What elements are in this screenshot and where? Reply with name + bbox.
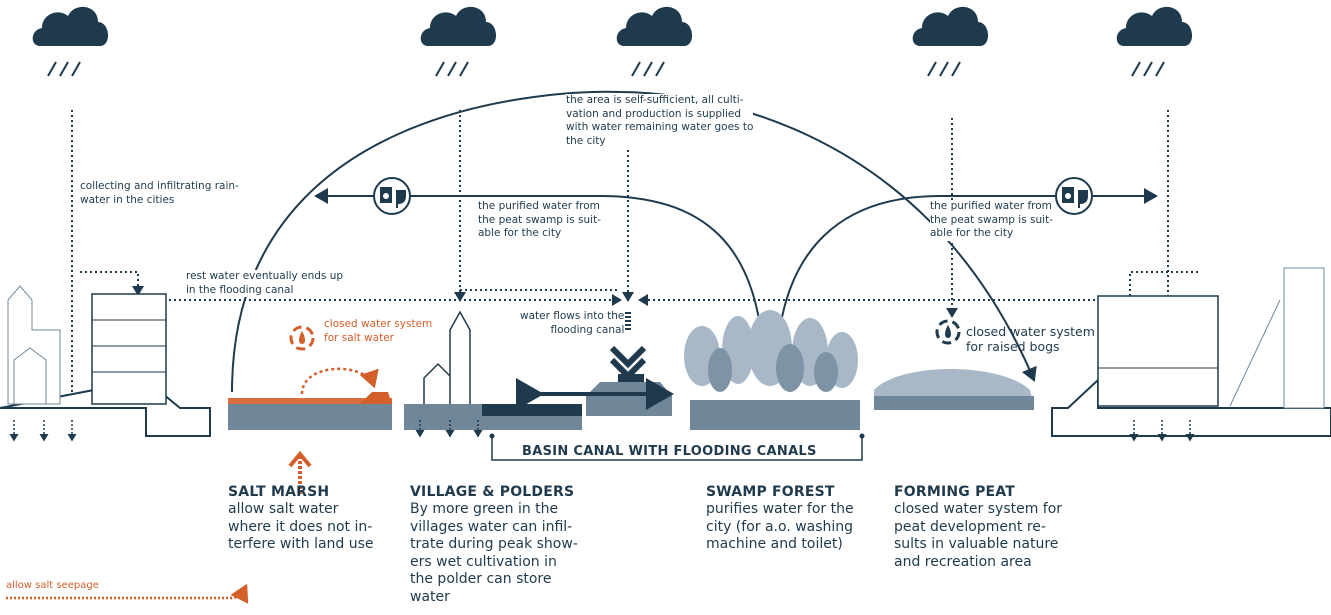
section-title: VILLAGE & POLDERS: [410, 484, 575, 500]
swamp-forest-section: SWAMP FOREST purifies water for the city…: [706, 484, 854, 554]
basin-canal-label: BASIN CANAL WITH FLOODING CANALS: [522, 444, 817, 459]
rain-cloud-icon: [911, 5, 990, 77]
section-desc: closed water system for peat development…: [894, 501, 1063, 570]
section-title: SWAMP FOREST: [706, 484, 835, 500]
section-desc: purifies water for the city (for a.o. wa…: [706, 501, 854, 552]
rain-cloud-icon: [615, 5, 694, 77]
section-desc: By more green in the villages water can …: [410, 501, 578, 605]
rain-cloud-icon: [1115, 5, 1194, 77]
purified-note-left: the purified water from the peat swamp i…: [478, 200, 601, 241]
rain-cloud-icon: [31, 5, 110, 77]
big-arc-left: [231, 90, 1037, 393]
flows-into-note: water flows into the flooding canal: [520, 310, 625, 336]
water-drop-cycle-icon: [935, 319, 961, 345]
forming-peat-section: FORMING PEAT closed water system for pea…: [894, 484, 1062, 571]
water-drop-cycle-icon: [289, 325, 315, 351]
washing-machine-icon: [373, 177, 411, 215]
rain-cloud-icon: [419, 5, 498, 77]
salt-marsh-section: SALT MARSH allow salt water where it doe…: [228, 484, 374, 554]
toilet-icon: [1055, 177, 1093, 215]
section-title: FORMING PEAT: [894, 484, 1015, 500]
salt-seepage-label: allow salt seepage: [6, 580, 99, 591]
self-sufficient-note: the area is self-sufficient, all culti- …: [566, 94, 754, 148]
closed-salt-note: closed water system for salt water: [324, 318, 433, 344]
village-polders-section: VILLAGE & POLDERS By more green in the v…: [410, 484, 578, 606]
rest-water-note: rest water eventually ends up in the flo…: [186, 270, 344, 297]
section-desc: allow salt water where it does not in- t…: [228, 501, 374, 552]
closed-bogs-note: closed water system for raised bogs: [966, 324, 1095, 354]
purified-note-right: the purified water from the peat swamp i…: [930, 200, 1053, 241]
collecting-note: collecting and infiltrating rain- water …: [80, 180, 239, 207]
section-title: SALT MARSH: [228, 484, 330, 500]
